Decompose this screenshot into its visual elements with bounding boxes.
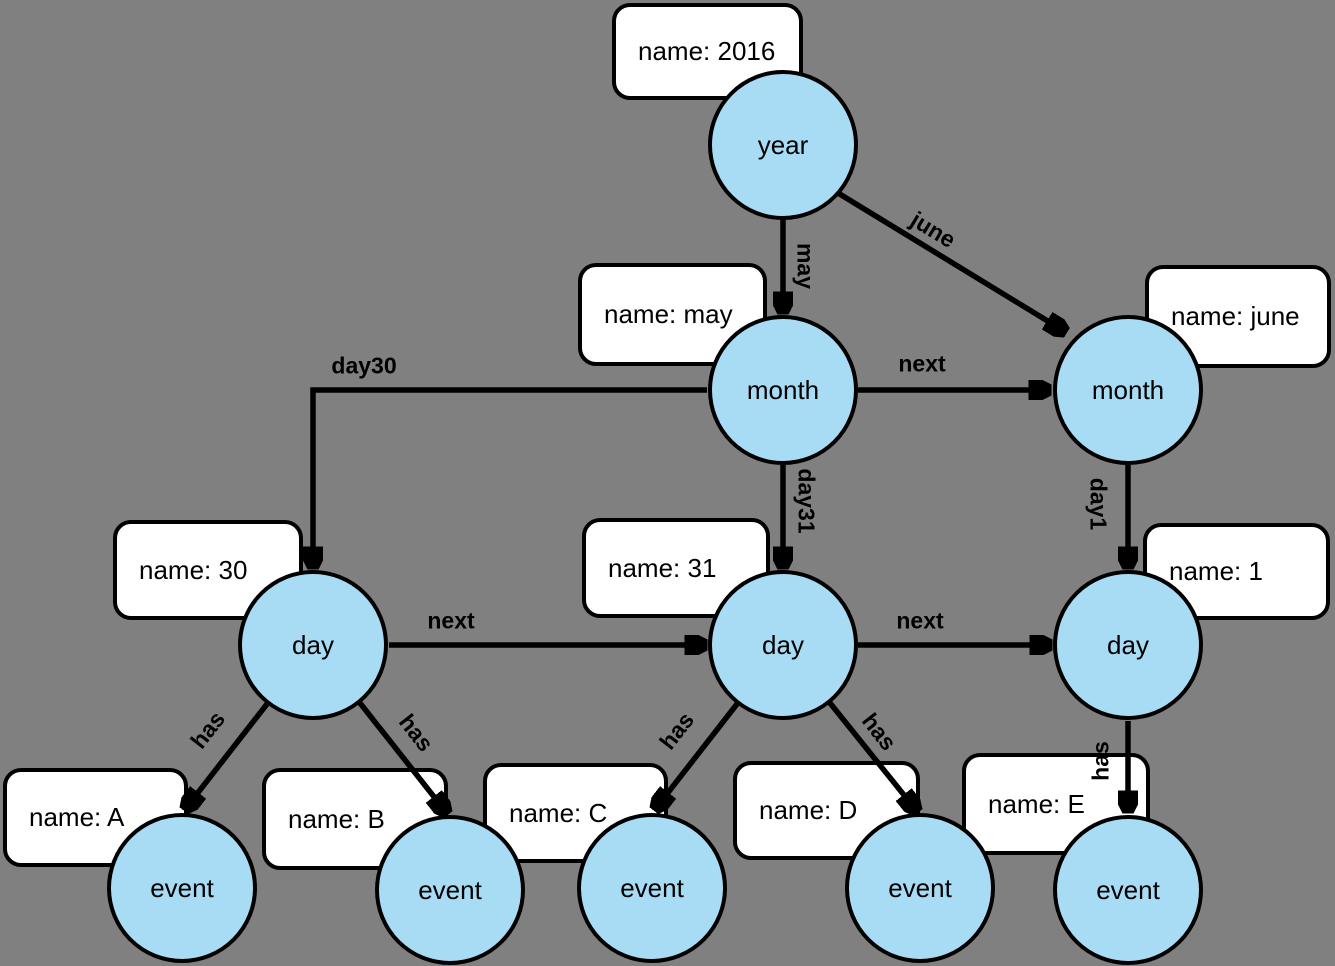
edge-label-next-day30-31: next — [427, 607, 475, 634]
node-event-e: event — [1053, 815, 1203, 965]
edge-label-day30: day30 — [331, 352, 397, 379]
edge-label-has-e: has — [1087, 741, 1114, 781]
property-label-event-d: name: D — [759, 795, 858, 825]
edge-label-day31: day31 — [793, 468, 820, 534]
edge-label-day1: day1 — [1085, 477, 1112, 531]
edge-day-30-to-event-a — [186, 702, 270, 808]
node-label-event-a: event — [150, 872, 214, 903]
node-day-1: day — [1053, 570, 1203, 720]
node-label-event-d: event — [888, 872, 952, 903]
node-label-day-1: day — [1107, 629, 1149, 660]
edge-label-may: may — [792, 242, 819, 290]
edge-label-next-months: next — [898, 350, 946, 377]
property-label-event-b: name: B — [288, 803, 385, 834]
edge-day-31-to-event-d — [827, 701, 916, 810]
node-event-c: event — [577, 813, 727, 963]
node-month-june: month — [1053, 315, 1203, 465]
property-label-day-31: name: 31 — [608, 552, 717, 583]
property-label-event-e: name: E — [988, 788, 1085, 819]
property-box-event-c: name: C — [483, 763, 668, 863]
node-month-may: month — [708, 315, 858, 465]
property-label-event-a: name: A — [29, 802, 125, 832]
property-label-month-june: name: june — [1171, 301, 1300, 331]
edge-year-to-month-june — [836, 190, 1064, 331]
node-year: year — [708, 70, 858, 220]
node-day-31: day — [708, 570, 858, 720]
property-label-event-c: name: C — [509, 797, 608, 828]
edge-day-31-to-event-c — [656, 702, 740, 808]
node-label-month-may: month — [746, 374, 820, 405]
property-box-year: name: 2016 — [612, 3, 803, 100]
node-label-event-b: event — [418, 874, 482, 905]
node-event-a: event — [107, 813, 257, 963]
property-label-year: name: 2016 — [638, 36, 776, 66]
node-label-day-31: day — [762, 629, 804, 660]
node-event-d: event — [845, 813, 995, 963]
node-label-event-c: event — [620, 872, 684, 903]
node-label-year: year — [757, 129, 809, 160]
edge-month-may-to-day-30 — [313, 387, 707, 566]
property-label-month-may: name: may — [604, 299, 733, 329]
node-day-30: day — [238, 570, 388, 720]
node-label-month-june: month — [1091, 374, 1165, 405]
edge-day-30-to-event-b — [357, 701, 446, 812]
property-label-day-1: name: 1 — [1169, 556, 1263, 586]
edge-label-next-day31-1: next — [896, 607, 944, 634]
node-event-b: event — [375, 815, 525, 965]
node-label-day-30: day — [292, 629, 334, 660]
node-label-event-e: event — [1096, 874, 1160, 905]
property-label-day-30: name: 30 — [139, 554, 248, 585]
